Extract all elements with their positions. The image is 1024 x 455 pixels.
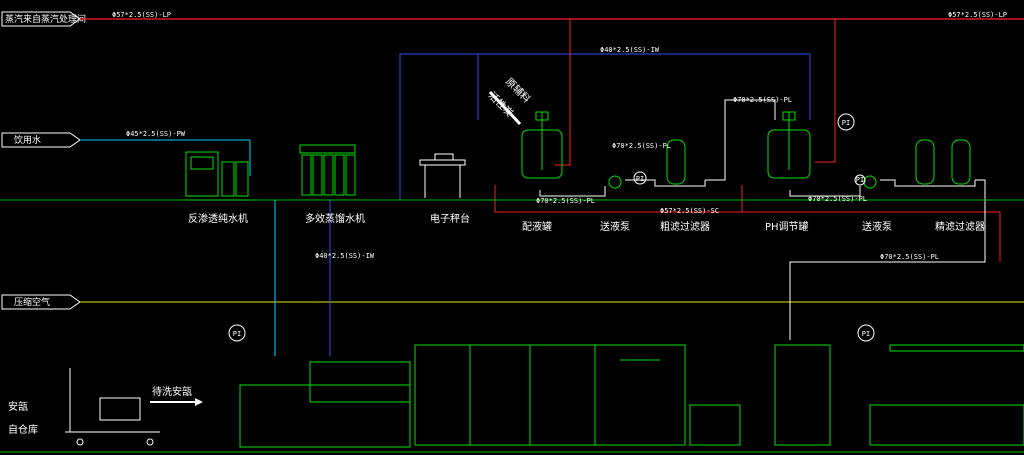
distiller-label: 多效蒸馏水机 bbox=[305, 212, 365, 225]
pipe-label-pl-pump2: Φ70*2.5(SS)-PL bbox=[808, 195, 867, 203]
drinking-water-header: 饮用水 bbox=[1, 132, 250, 148]
gauge-pi-3: PI bbox=[856, 176, 864, 184]
pipe-label-pl-tank2: Φ70*2.5(SS)-PL bbox=[733, 96, 792, 104]
electronic-scale-table bbox=[419, 153, 466, 198]
multi-effect-distiller bbox=[299, 144, 356, 196]
pipe-label-pl-pump1: Φ70*2.5(SS)-PL bbox=[612, 142, 671, 150]
pipe-label-iw-mid: Φ40*2.5(SS)-IW bbox=[315, 252, 375, 260]
coarse-filter bbox=[666, 139, 686, 185]
scale-label: 电子秤台 bbox=[430, 212, 470, 225]
steam-piping bbox=[494, 19, 1001, 262]
pipe-label-iw-top: Φ40*2.5(SS)-IW bbox=[600, 46, 660, 54]
compressed-air-header: 压缩空气 bbox=[1, 294, 1024, 310]
pipe-label-steam-right: Φ57*2.5(SS)-LP bbox=[948, 11, 1007, 19]
steam-header: 蒸汽来自蒸汽处理间 bbox=[1, 11, 1024, 27]
transfer-pump-1 bbox=[608, 171, 647, 189]
coarse-filter-label: 粗滤过滤器 bbox=[660, 220, 710, 233]
pipe-label-pw: Φ45*2.5(SS)-PW bbox=[126, 130, 186, 138]
mixing-tank bbox=[521, 111, 563, 179]
store-line2: 自仓库 bbox=[8, 423, 38, 436]
gauge-pi-4: PI bbox=[233, 330, 241, 338]
gauge-pi-2: PI bbox=[842, 119, 850, 127]
ph-adjust-tank bbox=[767, 111, 811, 179]
ro-machine-label: 反渗透纯水机 bbox=[188, 212, 248, 225]
mix-tank-label: 配液罐 bbox=[522, 220, 552, 233]
compressed-air-label: 压缩空气 bbox=[14, 296, 50, 308]
pipe-label-pl-long: Φ70*2.5(SS)-PL bbox=[880, 253, 939, 261]
purified-water-piping bbox=[329, 53, 811, 356]
drinking-water-label: 饮用水 bbox=[14, 134, 41, 146]
ro-water-machine bbox=[185, 151, 250, 201]
transfer-pump-2 bbox=[854, 174, 877, 189]
fine-filter-label: 精滤过滤器 bbox=[935, 220, 985, 233]
wash-bottle-note: 待洗安瓿 bbox=[152, 385, 192, 398]
gauge-pi-5: PI bbox=[862, 330, 870, 338]
fine-filter bbox=[915, 139, 971, 185]
production-line bbox=[239, 344, 1024, 448]
pipe-label-steam-left: Φ57*2.5(SS)-LP bbox=[112, 11, 171, 19]
transport-cart bbox=[65, 368, 160, 446]
store-line1: 安瓿 bbox=[8, 400, 28, 413]
steam-source-label: 蒸汽来自蒸汽处理间 bbox=[5, 13, 86, 25]
pipe-label-pl-tank1: Φ70*2.5(SS)-PL bbox=[536, 197, 595, 205]
pump1-label: 送液泵 bbox=[600, 220, 630, 233]
gauge-pi-1: PI bbox=[636, 175, 644, 183]
process-piping bbox=[539, 99, 986, 340]
ph-tank-label: PH调节罐 bbox=[765, 220, 809, 233]
raw-material-note: 原辅料 bbox=[503, 75, 533, 105]
pump2-label: 送液泵 bbox=[862, 220, 892, 233]
pipe-label-sc: Φ57*2.5(SS)-SC bbox=[660, 207, 719, 215]
